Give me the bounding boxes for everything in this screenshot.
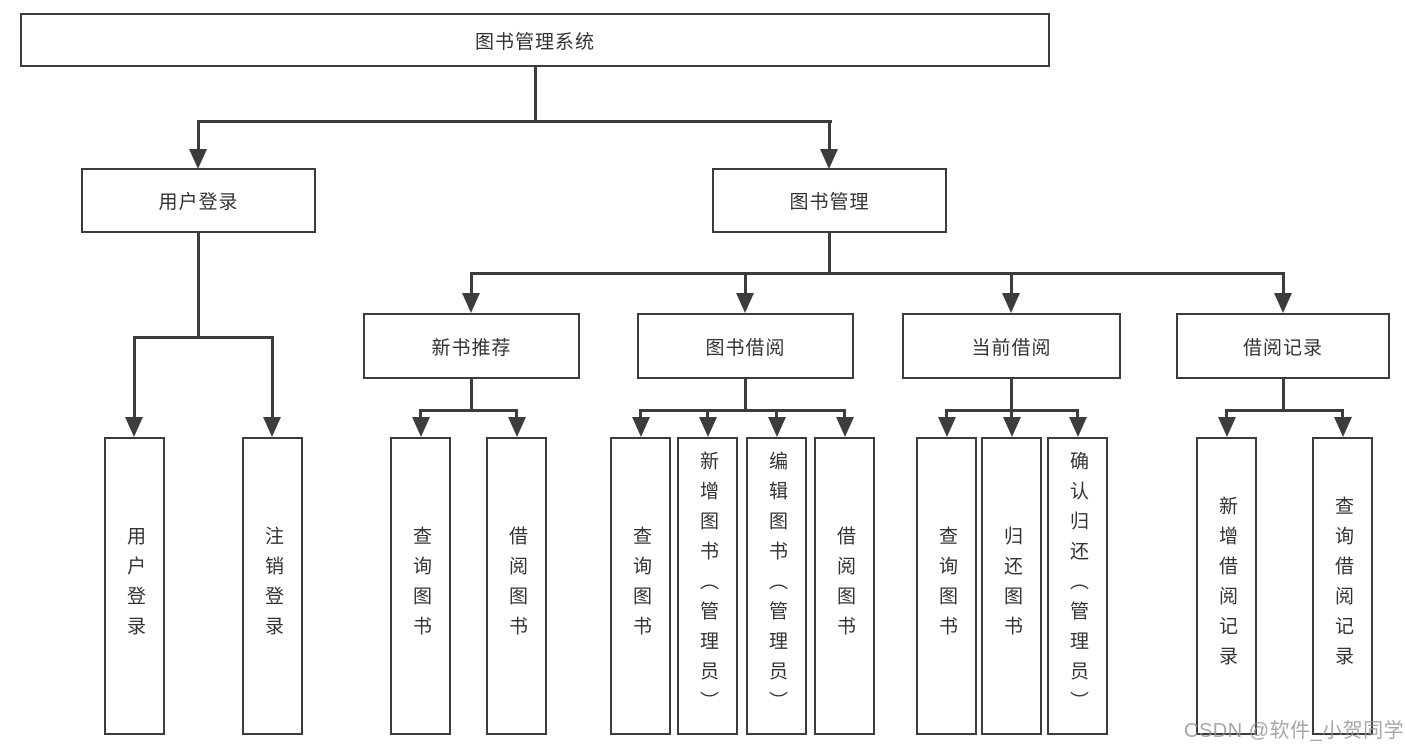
connector-root-to-user-login-stem bbox=[196, 120, 200, 149]
connector-book-mgmt-vline bbox=[827, 233, 831, 272]
arrow-down-icon bbox=[767, 417, 786, 437]
connector-root-hline bbox=[196, 120, 832, 123]
node-book-management-label: 图书管理 bbox=[789, 192, 870, 213]
leaf-record-query-borrow-record-label: 查询借阅记录 bbox=[1332, 496, 1353, 676]
leaf-current-return-books-label: 归还图书 bbox=[1001, 526, 1022, 646]
leaf-record-query-borrow-record: 查询借阅记录 bbox=[1312, 437, 1373, 735]
connector-book-borrow-vline bbox=[744, 379, 747, 409]
leaf-borrow-add-books-admin: 新增图书（管理员） bbox=[677, 437, 738, 735]
connector-book-borrow-stem-2 bbox=[706, 409, 709, 417]
arrow-down-icon bbox=[507, 417, 526, 437]
leaf-newbook-borrow-books: 借阅图书 bbox=[486, 437, 547, 735]
leaf-newbook-query-books-label: 查询图书 bbox=[410, 526, 431, 646]
leaf-user-login: 用户登录 bbox=[104, 437, 165, 735]
leaf-borrow-add-books-admin-label: 新增图书（管理员） bbox=[697, 451, 718, 721]
connector-user-login-to-login-stem bbox=[132, 336, 136, 417]
connector-to-current-borrow-stem bbox=[1009, 272, 1013, 293]
node-current-borrowing-label: 当前借阅 bbox=[971, 337, 1052, 359]
connector-to-new-book-stem bbox=[469, 272, 473, 293]
csdn-watermark: CSDN @软件_小贺同学 bbox=[1184, 720, 1405, 742]
leaf-newbook-query-books: 查询图书 bbox=[390, 437, 451, 735]
leaf-logout: 注销登录 bbox=[242, 437, 303, 735]
node-borrowing-records: 借阅记录 bbox=[1176, 313, 1390, 379]
connector-to-book-borrow-stem bbox=[743, 272, 747, 293]
node-root-label: 图书管理系统 bbox=[474, 31, 595, 53]
connector-book-borrow-hline bbox=[639, 409, 846, 412]
connector-borrow-record-stem-1 bbox=[1225, 409, 1228, 417]
node-root-library-system: 图书管理系统 bbox=[20, 13, 1050, 67]
leaf-current-confirm-return-admin: 确认归还（管理员） bbox=[1047, 437, 1108, 735]
arrow-down-icon bbox=[125, 417, 143, 437]
arrow-down-icon bbox=[263, 417, 281, 437]
arrow-down-icon bbox=[736, 293, 754, 313]
leaf-current-confirm-return-admin-label: 确认归还（管理员） bbox=[1067, 451, 1088, 721]
connector-book-borrow-stem-1 bbox=[639, 409, 642, 417]
leaf-record-add-borrow-record: 新增借阅记录 bbox=[1196, 437, 1257, 735]
node-user-login-label: 用户登录 bbox=[158, 192, 239, 213]
connector-new-book-vline bbox=[470, 379, 473, 409]
leaf-newbook-borrow-books-label: 借阅图书 bbox=[506, 526, 527, 646]
connector-current-borrow-vline bbox=[1010, 379, 1013, 409]
node-current-borrowing: 当前借阅 bbox=[902, 313, 1121, 379]
node-user-login: 用户登录 bbox=[81, 168, 316, 233]
leaf-current-return-books: 归还图书 bbox=[981, 437, 1042, 735]
connector-root-vline bbox=[533, 67, 537, 120]
node-borrowing-records-label: 借阅记录 bbox=[1242, 337, 1323, 359]
connector-book-mgmt-hline bbox=[469, 272, 1285, 275]
connector-borrow-record-stem-2 bbox=[1341, 409, 1344, 417]
connector-new-book-stem-2 bbox=[515, 409, 518, 417]
leaf-borrow-query-books: 查询图书 bbox=[610, 437, 671, 735]
arrow-down-icon bbox=[462, 293, 480, 313]
leaf-logout-label: 注销登录 bbox=[262, 526, 283, 646]
connector-current-borrow-stem-1 bbox=[945, 409, 948, 417]
leaf-current-query-books-label: 查询图书 bbox=[936, 526, 957, 646]
connector-borrow-record-hline bbox=[1225, 409, 1344, 412]
arrow-down-icon bbox=[835, 417, 854, 437]
arrow-down-icon bbox=[631, 417, 650, 437]
connector-user-login-to-logout-stem bbox=[270, 336, 274, 417]
leaf-borrow-edit-books-admin-label: 编辑图书（管理员） bbox=[766, 451, 787, 721]
node-book-borrowing: 图书借阅 bbox=[637, 313, 854, 379]
leaf-current-query-books: 查询图书 bbox=[916, 437, 977, 735]
connector-current-borrow-stem-3 bbox=[1076, 409, 1079, 417]
arrow-down-icon bbox=[1274, 293, 1292, 313]
arrow-down-icon bbox=[1002, 293, 1020, 313]
node-book-borrowing-label: 图书借阅 bbox=[705, 337, 786, 359]
connector-to-borrow-record-stem bbox=[1281, 272, 1285, 293]
arrow-down-icon bbox=[1333, 417, 1352, 437]
leaf-borrow-edit-books-admin: 编辑图书（管理员） bbox=[746, 437, 807, 735]
connector-user-login-vline bbox=[196, 233, 200, 336]
leaf-record-add-borrow-record-label: 新增借阅记录 bbox=[1216, 496, 1237, 676]
connector-user-login-hline bbox=[132, 336, 274, 339]
connector-current-borrow-stem-2 bbox=[1010, 409, 1013, 417]
arrow-down-icon bbox=[1217, 417, 1236, 437]
arrow-down-icon bbox=[1002, 417, 1021, 437]
connector-new-book-stem-1 bbox=[419, 409, 422, 417]
connector-book-borrow-stem-3 bbox=[775, 409, 778, 417]
arrow-down-icon bbox=[820, 149, 838, 169]
leaf-borrow-borrow-books: 借阅图书 bbox=[814, 437, 875, 735]
connector-root-to-book-mgmt-stem bbox=[827, 120, 831, 149]
arrow-down-icon bbox=[1068, 417, 1087, 437]
arrow-down-icon bbox=[411, 417, 430, 437]
node-new-book-recommendation: 新书推荐 bbox=[363, 313, 580, 379]
node-book-management: 图书管理 bbox=[712, 168, 947, 233]
leaf-borrow-query-books-label: 查询图书 bbox=[630, 526, 651, 646]
leaf-user-login-label: 用户登录 bbox=[124, 526, 145, 646]
arrow-down-icon bbox=[698, 417, 717, 437]
arrow-down-icon bbox=[189, 149, 207, 169]
connector-borrow-record-vline bbox=[1281, 379, 1285, 409]
node-new-book-recommendation-label: 新书推荐 bbox=[431, 337, 512, 359]
connector-new-book-hline bbox=[419, 409, 518, 412]
arrow-down-icon bbox=[937, 417, 956, 437]
connector-book-borrow-stem-4 bbox=[843, 409, 846, 417]
leaf-borrow-borrow-books-label: 借阅图书 bbox=[834, 526, 855, 646]
